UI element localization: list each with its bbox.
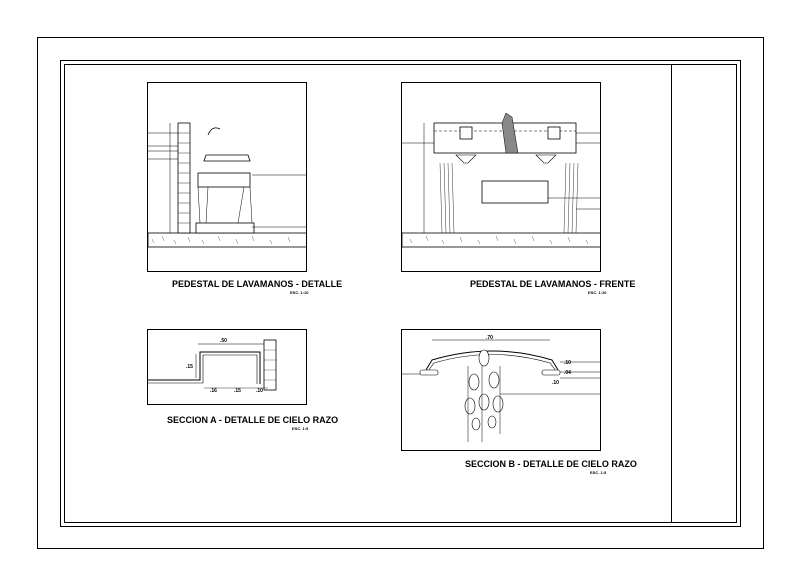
seccion-a-drawing: .50 .15 .16 .15 .10 — [148, 338, 277, 394]
pedestal-side-drawing — [148, 122, 306, 248]
title-pedestal-detalle: PEDESTAL DE LAVAMANOS - DETALLE — [172, 279, 343, 289]
scale-seccion-b: ESC. 1:5 — [590, 470, 607, 475]
dim-seccion-b-r3: .10 — [552, 380, 559, 386]
dim-seccion-a-top: .50 — [220, 338, 227, 344]
dim-seccion-a-b2: .15 — [234, 388, 241, 394]
seccion-b-drawing: .70 .10 .04 .10 — [402, 335, 600, 442]
title-seccion-a: SECCION A - DETALLE DE CIELO RAZO — [167, 415, 339, 425]
dim-seccion-a-b1: .16 — [210, 388, 217, 394]
dim-seccion-b-r2: .04 — [564, 370, 571, 376]
dim-seccion-a-b3: .10 — [256, 388, 263, 394]
panel-pedestal-frente — [401, 82, 601, 272]
inner-border — [60, 60, 741, 527]
drawing-area-border — [64, 64, 672, 523]
panel-seccion-b: .70 .10 .04 .10 — [401, 329, 601, 451]
dim-seccion-b-r1: .10 — [564, 360, 571, 366]
pedestal-front-drawing — [402, 112, 600, 248]
title-pedestal-frente: PEDESTAL DE LAVAMANOS - FRENTE — [470, 279, 636, 289]
title-seccion-b: SECCION B - DETALLE DE CIELO RAZO — [465, 459, 637, 469]
scale-pedestal-detalle: ESC. 1:10 — [290, 290, 309, 295]
dim-seccion-b-top: .70 — [486, 335, 493, 341]
outer-border — [37, 37, 764, 549]
scale-seccion-a: ESC. 1:5 — [292, 426, 309, 431]
dim-seccion-a-left: .15 — [186, 364, 193, 370]
panel-seccion-a: .50 .15 .16 .15 .10 — [147, 329, 307, 405]
panel-pedestal-detalle — [147, 82, 307, 272]
scale-pedestal-frente: ESC. 1:10 — [588, 290, 607, 295]
